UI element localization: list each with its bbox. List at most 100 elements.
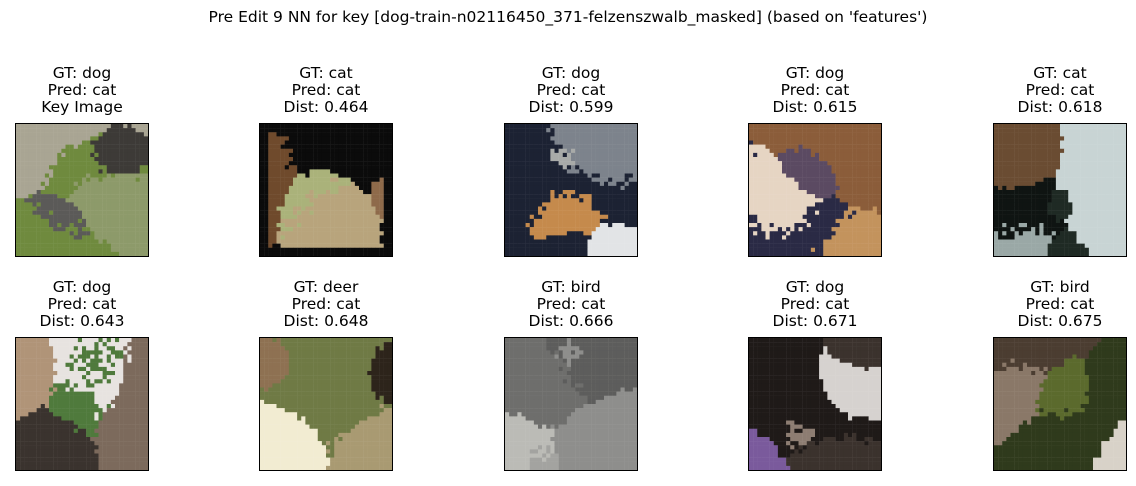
pixel <box>1002 210 1007 215</box>
pixel <box>1022 152 1028 158</box>
pixel <box>379 161 384 166</box>
pixel <box>334 165 339 170</box>
panel-caption: GT: dog Pred: cat Dist: 0.599 <box>451 65 691 116</box>
pixel <box>1035 124 1040 129</box>
pixel <box>1072 190 1077 195</box>
pixel <box>387 173 392 178</box>
pixel <box>1076 227 1081 232</box>
pixel <box>139 239 145 244</box>
pixel <box>371 210 376 215</box>
pixel <box>272 185 277 191</box>
pixel <box>876 185 881 191</box>
pixel <box>994 148 999 154</box>
pixel <box>835 165 840 170</box>
pixel <box>131 198 136 203</box>
pixel <box>1088 206 1094 211</box>
pixel <box>40 251 46 256</box>
pixel <box>1121 132 1126 137</box>
pixel <box>806 231 812 236</box>
pixel <box>554 243 559 248</box>
pixel <box>1076 185 1081 191</box>
pixel <box>612 181 617 187</box>
pixel <box>839 132 845 137</box>
pixel <box>139 223 145 228</box>
pixel <box>305 128 310 133</box>
pixel <box>505 165 510 170</box>
pixel <box>819 190 824 195</box>
pixel <box>575 243 580 248</box>
pixel <box>1068 231 1073 236</box>
pixel <box>839 140 845 145</box>
pixel <box>1027 177 1032 182</box>
pixel <box>798 235 803 240</box>
pixel <box>1051 136 1057 141</box>
pixel <box>802 206 807 211</box>
pixel <box>575 239 580 244</box>
pixel <box>608 223 613 228</box>
pixel <box>827 128 832 133</box>
pixel <box>505 132 510 137</box>
pixel <box>143 132 148 137</box>
pixel <box>90 210 95 215</box>
pixel <box>599 202 605 207</box>
pixel <box>848 132 853 137</box>
pixel <box>272 223 277 228</box>
pixel <box>628 128 634 133</box>
pixel <box>1097 218 1102 224</box>
pixel <box>761 190 766 195</box>
pixel <box>110 239 116 244</box>
pixel <box>1072 169 1077 174</box>
pixel <box>542 235 547 240</box>
pixel <box>375 185 380 191</box>
pixel <box>542 239 547 244</box>
pixel <box>529 177 535 182</box>
pixel <box>139 148 145 154</box>
pixel <box>608 128 613 133</box>
pixel <box>856 202 861 207</box>
pixel <box>350 173 356 178</box>
pixel <box>566 231 572 236</box>
pixel <box>280 214 285 220</box>
pixel <box>69 136 74 141</box>
pixel <box>28 190 33 195</box>
pixel <box>575 198 580 203</box>
pixel <box>856 124 861 129</box>
pixel <box>628 194 634 199</box>
pixel <box>790 214 795 220</box>
pixel <box>998 124 1003 129</box>
pixel <box>562 136 568 141</box>
pixel <box>599 185 605 191</box>
pixel <box>359 124 364 129</box>
pixel <box>342 144 347 149</box>
pixel <box>529 235 535 240</box>
pixel <box>1010 152 1015 158</box>
pixel <box>620 247 625 253</box>
pixel <box>346 185 351 191</box>
pixel <box>280 218 285 224</box>
pixel <box>49 148 54 154</box>
pixel <box>1064 124 1069 129</box>
pixel <box>608 247 613 253</box>
pixel <box>131 169 136 174</box>
pixel <box>777 144 783 149</box>
pixel <box>32 132 37 137</box>
pixel <box>268 144 273 149</box>
pixel <box>757 169 762 174</box>
pixel <box>301 181 306 187</box>
pixel <box>632 136 637 141</box>
pixel <box>546 173 551 178</box>
pixel <box>301 210 306 215</box>
pixel <box>868 128 873 133</box>
pixel <box>1117 210 1123 215</box>
pixel <box>1080 165 1085 170</box>
pixel <box>521 251 526 256</box>
pixel <box>571 132 576 137</box>
pixel <box>521 148 526 154</box>
pixel <box>28 173 33 178</box>
pixel <box>542 157 547 162</box>
pixel <box>1076 157 1081 162</box>
pixel <box>583 148 588 154</box>
pixel <box>525 239 530 244</box>
pixel <box>790 165 795 170</box>
pixel <box>624 235 629 240</box>
